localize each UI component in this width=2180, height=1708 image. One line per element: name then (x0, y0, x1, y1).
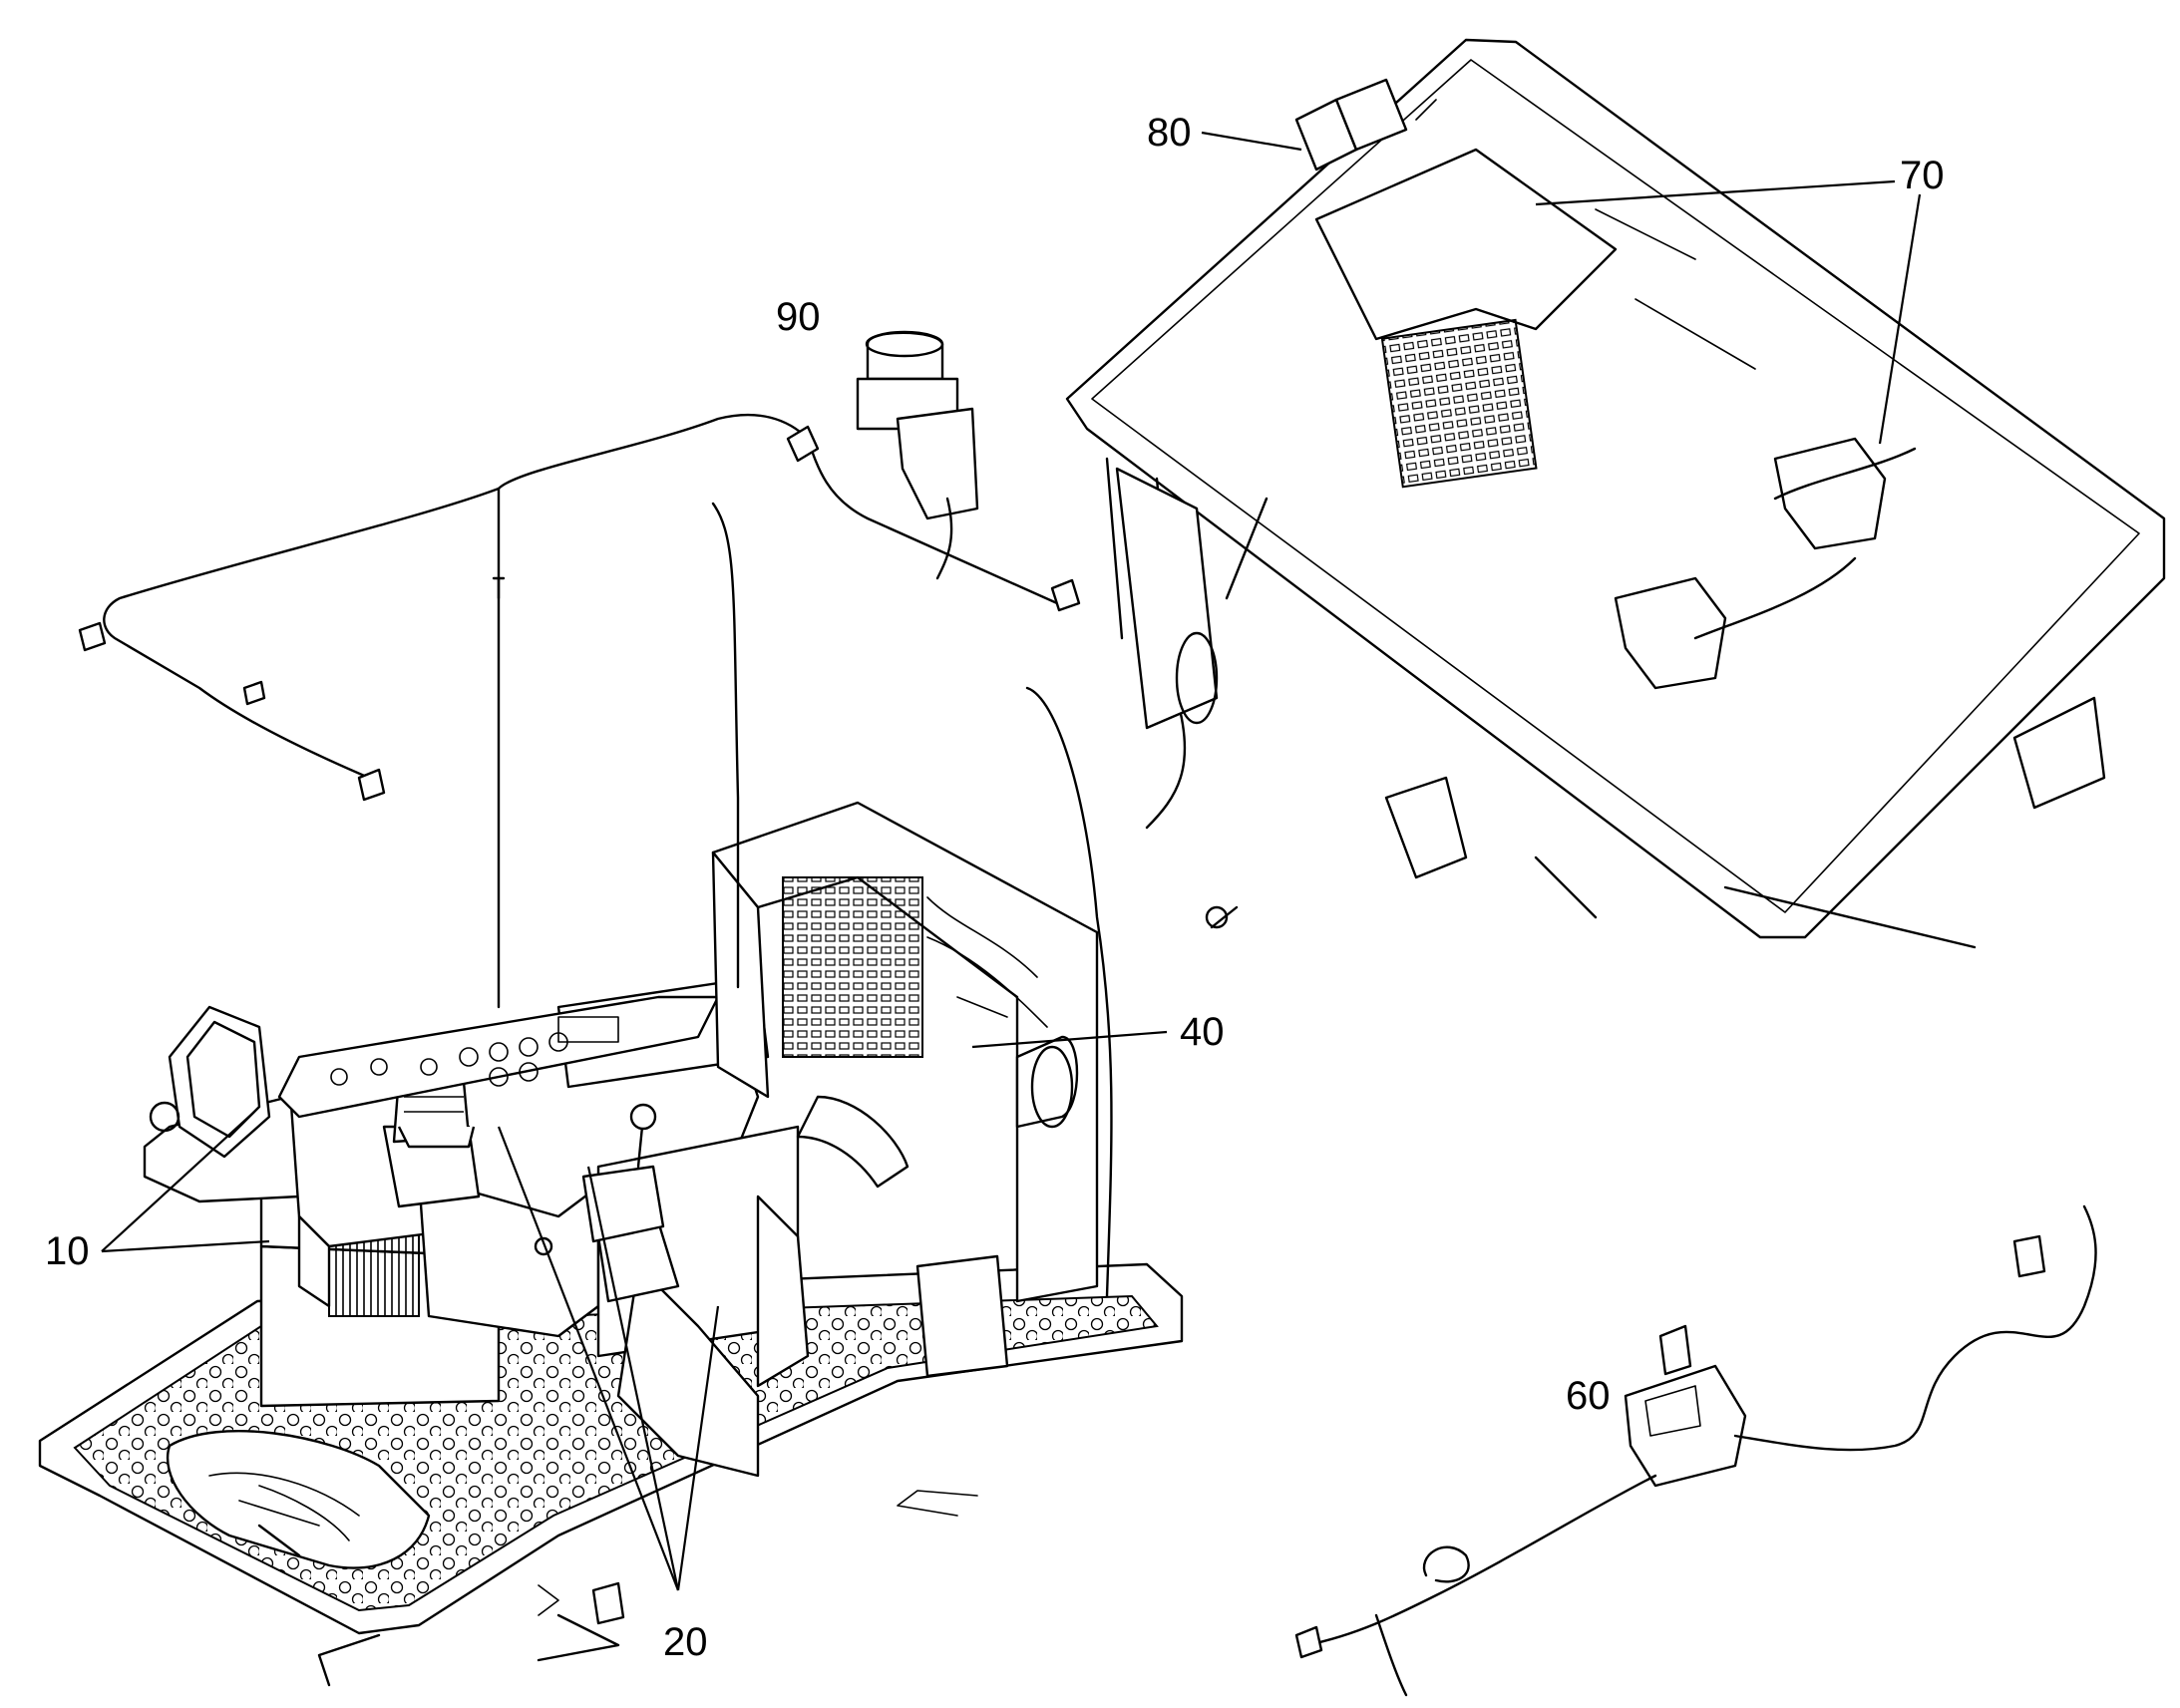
callout-label-70: 70 (1900, 154, 1945, 197)
callout-60: 60 (1566, 1374, 1611, 1418)
callout-80: 80 (1147, 111, 1302, 155)
callout-40: 40 (971, 1010, 1225, 1054)
callout-label-20: 20 (663, 1620, 708, 1664)
callout-70: 70 (1535, 154, 1945, 445)
callout-label-10: 10 (45, 1229, 90, 1273)
joystick-right (581, 1103, 680, 1303)
wiring-harness-60 (1294, 1204, 2097, 1697)
callout-label-80: 80 (1147, 111, 1192, 155)
callout-10: 10 (45, 1111, 270, 1273)
callout-label-40: 40 (1180, 1010, 1225, 1054)
callout-label-60: 60 (1566, 1374, 1611, 1418)
control-box-frame (711, 801, 1099, 1378)
callout-90: 90 (776, 295, 821, 339)
display-monitor (149, 1005, 271, 1159)
cab-roof-assembly (1065, 38, 2166, 949)
callout-20: 20 (497, 1126, 720, 1664)
beacon-light (856, 330, 979, 580)
overhead-wiring-harness (78, 413, 1113, 1298)
callout-label-90: 90 (776, 295, 821, 339)
